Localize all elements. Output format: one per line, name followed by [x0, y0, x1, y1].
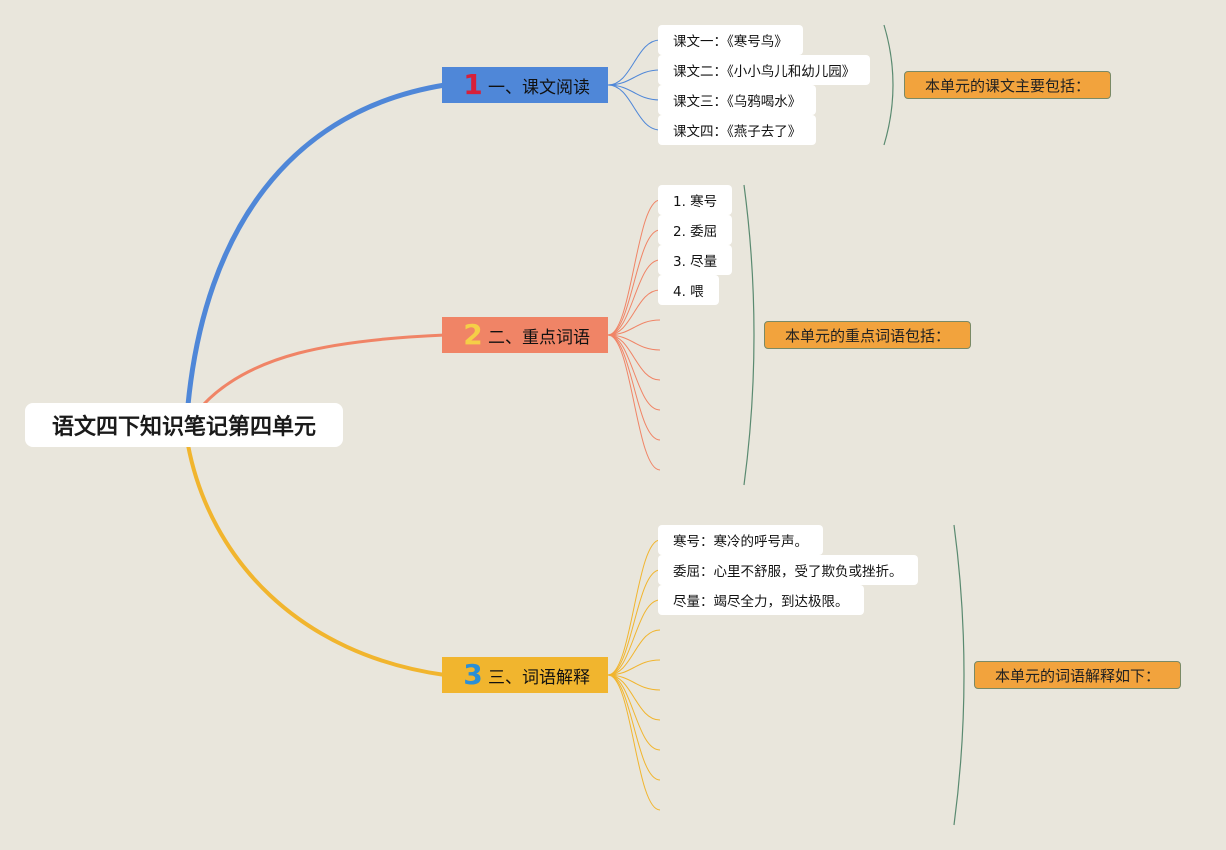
leaf-topic[interactable]: 课文四：《燕子去了》 — [658, 115, 817, 145]
leaf-topic[interactable]: 课文一：《寒号鸟》 — [658, 25, 803, 55]
leaf-topic[interactable]: 1. 寒号 — [658, 185, 733, 215]
connector-branch-1 — [185, 82, 446, 406]
branch-topic-1[interactable]: 1 一、课文阅读 — [442, 67, 608, 103]
root-topic[interactable]: 语文四下知识笔记第四单元 — [25, 403, 343, 447]
summary-topic-2[interactable]: 本单元的重点词语包括： — [764, 321, 971, 349]
leaf-topic[interactable]: 委屈：心里不舒服，受了欺负或挫折。 — [658, 555, 918, 585]
summary-topic-1[interactable]: 本单元的课文主要包括： — [904, 71, 1111, 99]
number-badge-2: 2 — [463, 318, 483, 351]
leaf-topic[interactable]: 尽量：竭尽全力，到达极限。 — [658, 585, 864, 615]
connector-group-3 — [607, 539, 661, 811]
leaf-topic[interactable]: 2. 委屈 — [658, 215, 733, 245]
branch-topic-3[interactable]: 3 三、词语解释 — [442, 657, 608, 693]
connector-branch-3 — [186, 444, 446, 677]
summary-bracket-3 — [953, 524, 965, 826]
summary-bracket-2 — [743, 184, 755, 486]
leaf-topic[interactable]: 课文二：《小小鸟儿和幼儿园》 — [658, 55, 871, 85]
leaf-topic[interactable]: 3. 尽量 — [658, 245, 733, 275]
branch-label: 三、词语解释 — [488, 667, 590, 688]
summary-bracket-1 — [883, 24, 894, 146]
connector-branch-2 — [201, 333, 446, 407]
branch-label: 一、课文阅读 — [488, 77, 590, 98]
leaf-topic[interactable]: 课文三：《乌鸦喝水》 — [658, 85, 817, 115]
leaf-topic[interactable]: 4. 喂 — [658, 275, 719, 305]
branch-topic-2[interactable]: 2 二、重点词语 — [442, 317, 608, 353]
connector-group-1 — [607, 39, 661, 131]
connector-group-2 — [607, 199, 661, 471]
branch-label: 二、重点词语 — [488, 327, 590, 348]
number-badge-1: 1 — [463, 68, 483, 101]
summary-topic-3[interactable]: 本单元的词语解释如下： — [974, 661, 1181, 689]
number-badge-3: 3 — [463, 658, 483, 691]
leaf-topic[interactable]: 寒号：寒冷的呼号声。 — [658, 525, 823, 555]
